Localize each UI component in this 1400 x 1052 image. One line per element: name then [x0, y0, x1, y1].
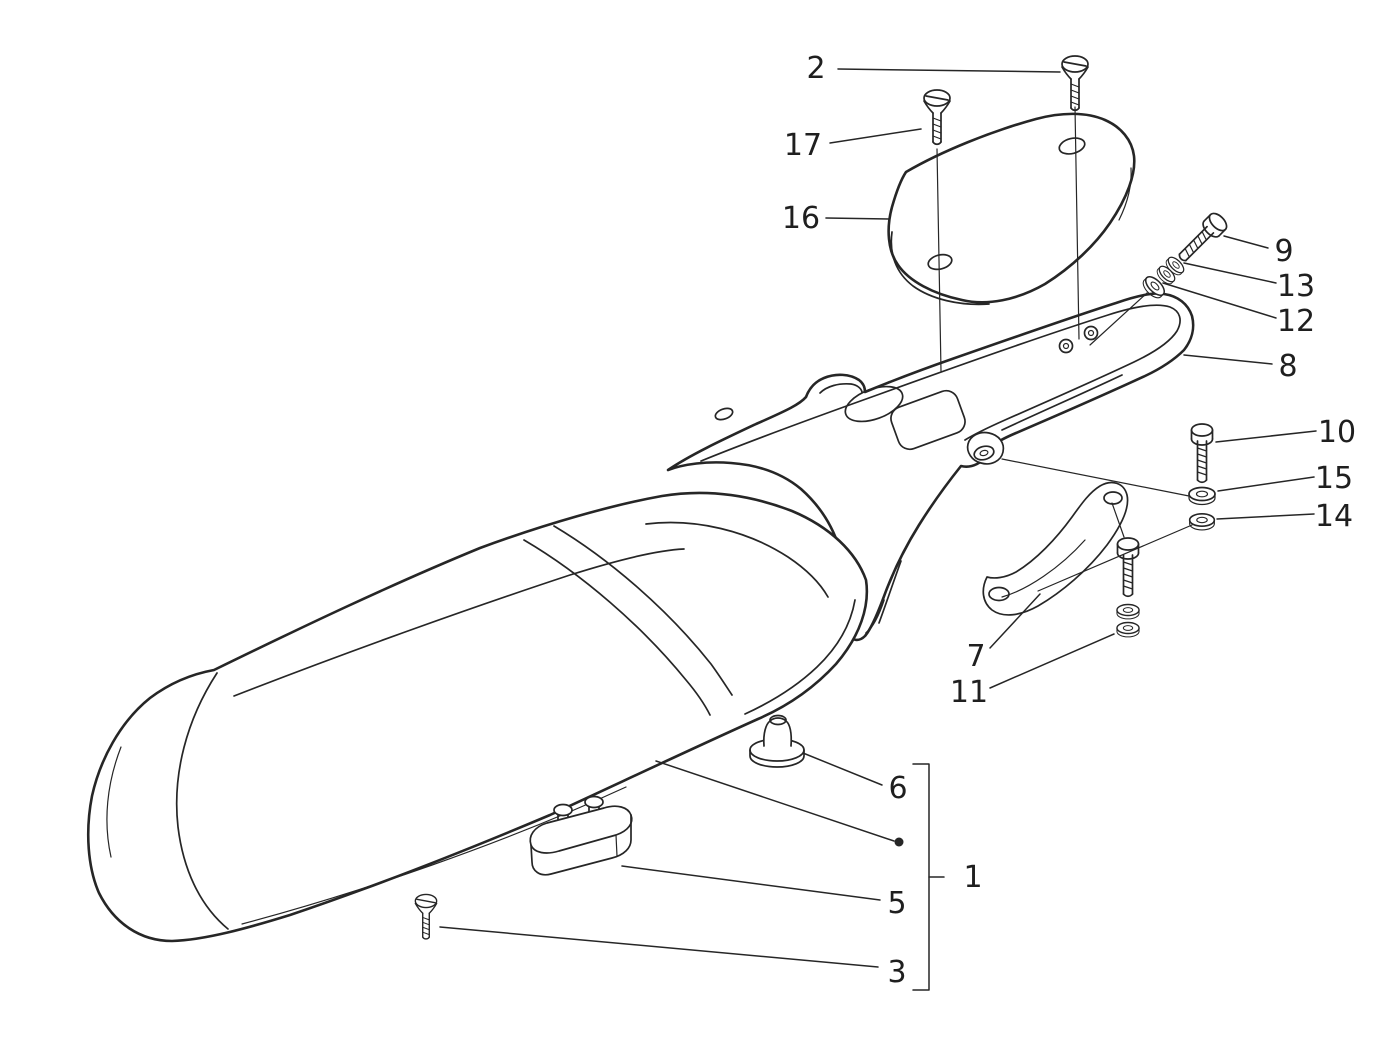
callout-label-7: 7: [966, 639, 985, 674]
callout-label-6: 6: [888, 771, 907, 806]
callout-label-13: 13: [1277, 269, 1315, 304]
callout-label-2: 2: [806, 51, 825, 86]
washer-14: [1188, 513, 1216, 531]
callout-bracket-1: [655, 760, 945, 991]
callout-label-14: 14: [1315, 499, 1353, 534]
callout-label-11: 11: [950, 675, 988, 710]
rubber-buffer-6: [749, 714, 805, 768]
callout-label-5: 5: [887, 886, 906, 921]
leader-dot: [894, 837, 904, 847]
screw-2: [1061, 55, 1089, 112]
callout-label-12: 12: [1277, 304, 1315, 339]
callout-label-3: 3: [887, 955, 906, 990]
support-buffer-5: [529, 795, 633, 876]
backrest-pad: [887, 112, 1136, 306]
callout-label-16: 16: [782, 201, 820, 236]
washer-15: [1188, 486, 1216, 506]
callout-label-8: 8: [1278, 349, 1297, 384]
screw-3: [414, 893, 438, 940]
callout-label-15: 15: [1315, 461, 1353, 496]
callout-label-1: 1: [963, 860, 982, 895]
callout-label-9: 9: [1274, 234, 1293, 269]
callout-leader-lines: [439, 68, 1317, 968]
grab-handle: [982, 481, 1129, 616]
bolt-10: [1190, 423, 1214, 484]
bolt-9: [1172, 209, 1231, 268]
rear-rack-frame: [666, 292, 1195, 642]
callout-label-17: 17: [784, 128, 822, 163]
callout-labels: 2 17 16 9 13 12 8 10 15 14 7 11 6 1 5 3: [782, 51, 1356, 990]
saddle-seat: [86, 491, 869, 943]
screw-17: [923, 89, 951, 146]
assembly-axis-lines: [936, 106, 1193, 592]
callout-label-10: 10: [1318, 415, 1356, 450]
